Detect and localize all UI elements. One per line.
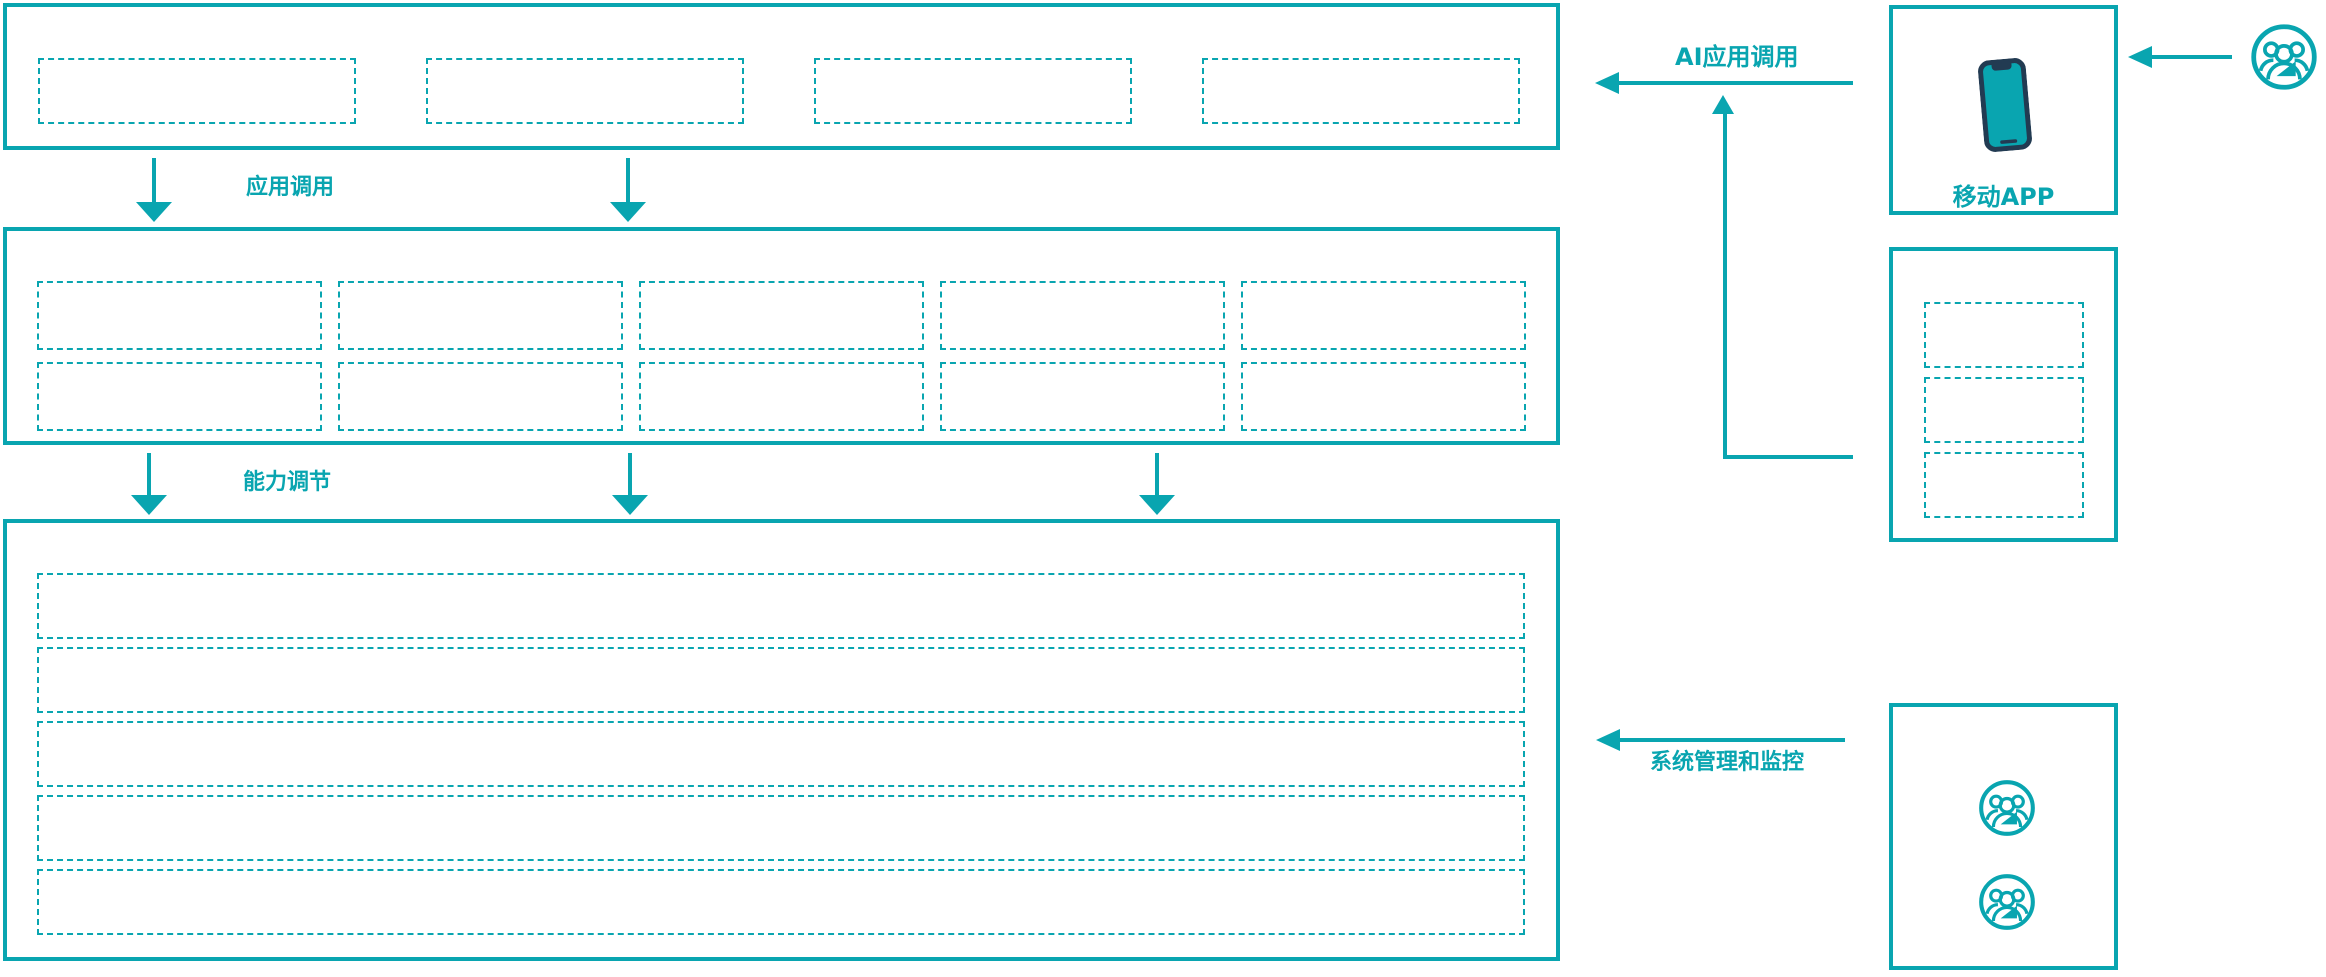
capability-placeholder-box [37,362,322,431]
capability-placeholder-box [338,281,623,350]
user-arrow-line [2152,55,2232,59]
capability-adjust-arrow-1-head [131,495,167,515]
app-call-label: 应用调用 [246,175,335,200]
integration-placeholder-stack [1893,251,2114,518]
integration-up-arrow-head [1712,95,1734,114]
resource-placeholder-row [37,573,1525,639]
integration-placeholder-box [1923,377,2084,443]
integration-elbow-line [1723,455,1853,459]
capability-layer-panel [3,227,1560,445]
application-placeholder-box [38,58,356,124]
application-placeholder-row [7,7,1556,124]
users-group-icon [1978,873,2036,931]
ops-panel [1889,703,2118,970]
capability-placeholder-box [1241,281,1526,350]
resource-placeholder-row [37,647,1525,713]
application-placeholder-box [814,58,1132,124]
resource-layer-panel [3,519,1560,961]
capability-adjust-label: 能力调节 [243,470,332,495]
resource-placeholder-row [37,795,1525,861]
capability-placeholder-box [1241,362,1526,431]
app-call-arrow-left-head [136,202,172,222]
mobile-app-panel: 移动APP [1889,5,2118,215]
resource-placeholder-stack [7,523,1525,935]
capability-adjust-arrow-1 [147,453,151,495]
smartphone-icon [1977,57,2033,153]
user-arrow-head [2128,46,2152,68]
capability-placeholder-grid [7,231,1526,431]
system-monitor-label: 系统管理和监控 [1650,750,1805,775]
capability-adjust-arrow-3 [1155,453,1159,495]
application-placeholder-box [426,58,744,124]
capability-placeholder-box [37,281,322,350]
ai-app-call-arrow-line [1619,81,1853,85]
app-call-arrow-right [626,158,630,202]
capability-placeholder-box [940,281,1225,350]
users-group-icon [2250,23,2318,91]
application-layer-panel [3,3,1560,150]
app-call-arrow-right-head [610,202,646,222]
integration-placeholder-box [1923,452,2084,518]
integration-placeholder-box [1923,302,2084,368]
users-group-icon [1978,779,2036,837]
system-monitor-arrow-line [1620,738,1845,742]
capability-adjust-arrow-2-head [612,495,648,515]
resource-placeholder-row [37,721,1525,787]
capability-placeholder-box [639,362,924,431]
ai-app-call-arrow-head [1595,72,1619,94]
capability-placeholder-box [338,362,623,431]
integration-up-arrow-line [1723,114,1727,459]
capability-placeholder-box [940,362,1225,431]
system-monitor-arrow-head [1596,729,1620,751]
mobile-app-label: 移动APP [1952,183,2055,211]
ai-app-call-label: AI应用调用 [1675,43,1799,71]
capability-adjust-arrow-2 [628,453,632,495]
capability-placeholder-box [639,281,924,350]
integration-panel [1889,247,2118,542]
application-placeholder-box [1202,58,1520,124]
app-call-arrow-left [152,158,156,202]
capability-adjust-arrow-3-head [1139,495,1175,515]
resource-placeholder-row [37,869,1525,935]
